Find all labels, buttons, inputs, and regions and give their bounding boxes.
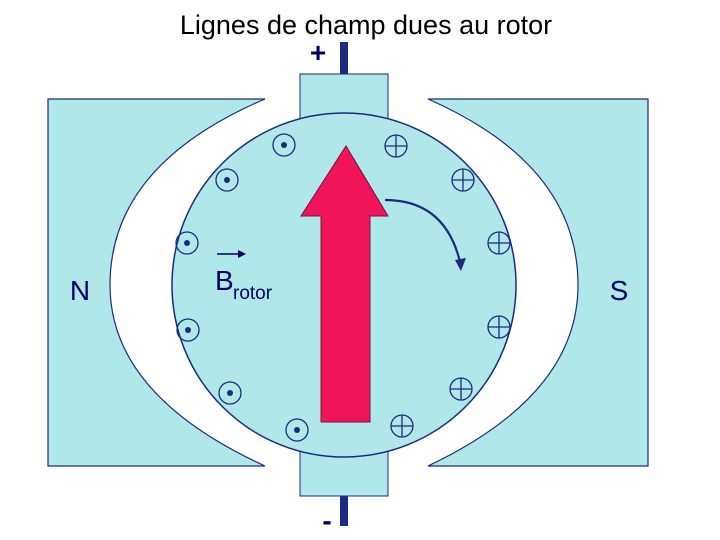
conductor-dot-icon (176, 318, 200, 342)
conductor-dot-icon (272, 133, 296, 157)
rotor-field-arrow (300, 145, 389, 423)
brush-sign-positive: + (310, 37, 326, 68)
conductors-out (175, 133, 309, 442)
conductor-dot-icon (175, 231, 199, 255)
conductor-dot-icon (218, 381, 242, 405)
conductor-cross-icon (451, 168, 475, 192)
pole-label-south: S (610, 275, 629, 306)
b-rotor-label: B rotor (215, 250, 273, 304)
conductor-cross-icon (390, 414, 414, 438)
pole-label-north: N (70, 275, 90, 306)
conductor-dot-icon (215, 168, 239, 192)
rotation-direction-icon (384, 198, 466, 271)
conductor-cross-icon (449, 377, 473, 401)
conductors-in (384, 134, 511, 438)
conductor-dot-icon (285, 418, 309, 442)
conductor-cross-icon (487, 315, 511, 339)
stator-pole-north (47, 98, 266, 467)
conductor-cross-icon (384, 134, 408, 158)
brush-top (340, 42, 348, 74)
vector-subscript: rotor (233, 283, 273, 304)
brush-sign-negative: - (322, 505, 331, 536)
vector-symbol: B (215, 265, 234, 296)
conductor-cross-icon (487, 231, 511, 255)
stator-pole-south (427, 98, 649, 467)
brush-bottom (340, 496, 348, 526)
diagram-title: Lignes de champ dues au rotor (180, 10, 552, 40)
